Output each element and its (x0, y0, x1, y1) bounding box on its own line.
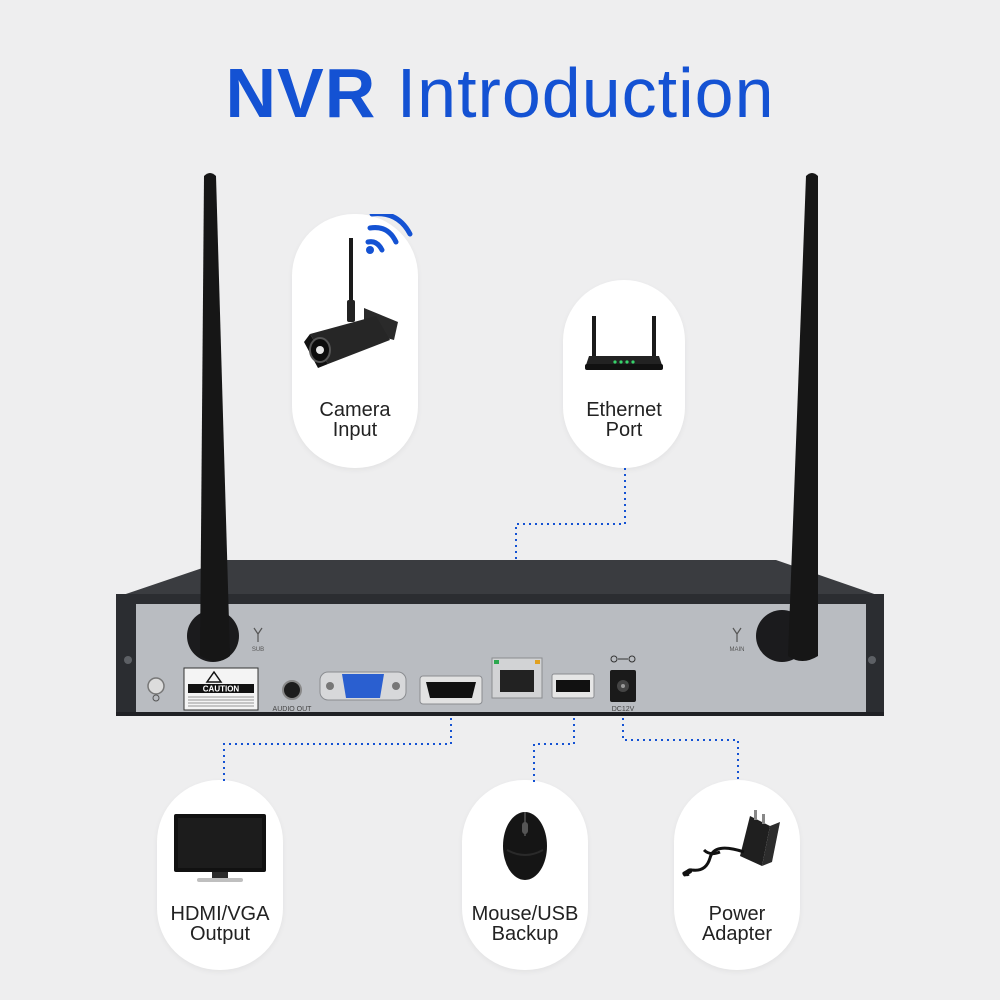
sub-label: SUB (252, 647, 264, 653)
usb-port (551, 673, 595, 699)
title-bold: NVR (225, 54, 377, 132)
power-adapter-callout: Power Adapter (674, 780, 800, 970)
power-connector-line (622, 706, 739, 782)
mouse-usb-backup-line1: Mouse/USB (471, 903, 579, 925)
right-antenna (788, 173, 818, 661)
wifi-icon (365, 214, 413, 254)
vga-port (319, 671, 407, 701)
title-rest: Introduction (396, 54, 775, 132)
dc-power-port (610, 655, 636, 702)
dc-label: DC12V (612, 706, 635, 713)
left-antenna (200, 173, 230, 661)
camera-input-label: Camera Input (292, 400, 418, 440)
ethernet-port (491, 657, 543, 699)
caution-text: CAUTION (203, 685, 240, 694)
mouse-usb-backup-label: Mouse/USB Backup (462, 904, 588, 944)
power-adapter-line1: Power (708, 903, 766, 925)
connector-lines (223, 468, 739, 782)
hdmi-port (419, 675, 483, 705)
power-adapter-icon (682, 810, 780, 877)
nvr-top (120, 560, 880, 596)
camera-input-callout: Camera Input (292, 214, 418, 468)
ethernet-port-label: Ethernet Port (563, 400, 685, 440)
usb-connector-line (533, 700, 575, 782)
hdmi-vga-output-line1: HDMI/VGA (170, 903, 270, 925)
hdmi-connector-line (223, 700, 452, 782)
main-label: MAIN (730, 647, 745, 653)
ethernet-port-line1: Ethernet (586, 399, 662, 421)
page-title: NVR Introduction (0, 58, 1000, 128)
power-adapter-label: Power Adapter (674, 904, 800, 944)
mouse-usb-backup-line2: Backup (491, 923, 559, 945)
ethernet-port-line2: Port (605, 419, 643, 441)
camera-icon (304, 214, 413, 368)
hdmi-vga-output-label: HDMI/VGA Output (157, 904, 283, 944)
audio-out-label: AUDIO OUT (273, 706, 313, 713)
power-adapter-line2: Adapter (701, 923, 773, 945)
router-icon (585, 316, 663, 370)
monitor-icon (174, 814, 266, 882)
audio-out-port (282, 680, 302, 700)
mouse-icon (503, 812, 547, 880)
mouse-usb-backup-callout: Mouse/USB Backup (462, 780, 588, 970)
ethernet-port-callout: Ethernet Port (563, 280, 685, 468)
hdmi-vga-output-callout: HDMI/VGA Output (157, 780, 283, 970)
hdmi-vga-output-line2: Output (189, 923, 251, 945)
camera-input-line2: Input (332, 419, 378, 441)
camera-input-line1: Camera (319, 399, 391, 421)
ground-terminal (147, 677, 165, 695)
